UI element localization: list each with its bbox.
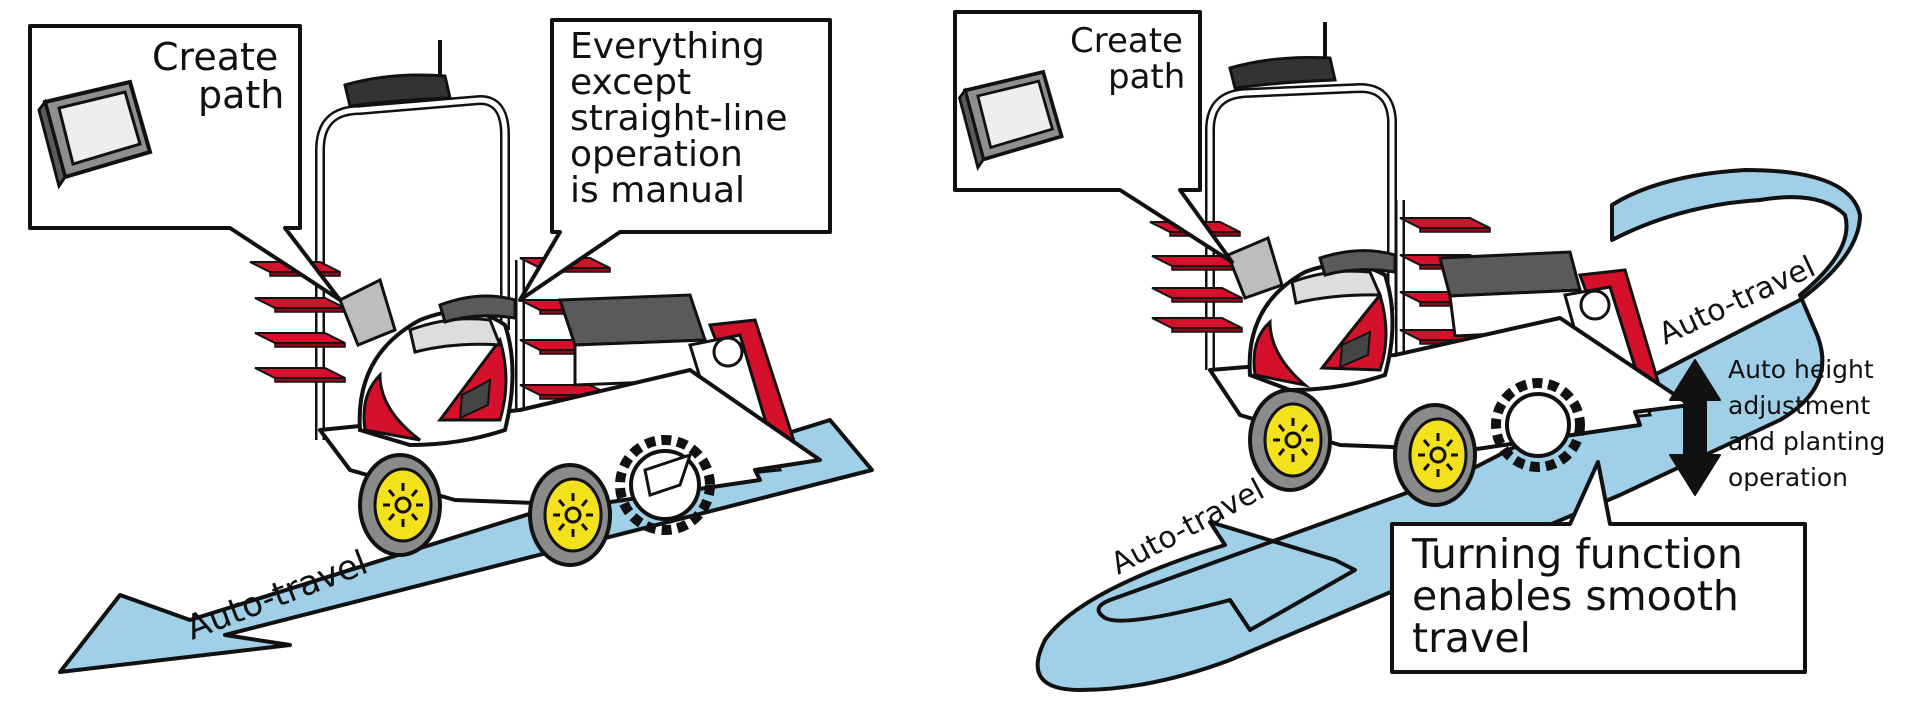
turning-line2: enables smooth xyxy=(1412,572,1739,620)
left-manual-line4: operation xyxy=(570,134,743,175)
left-create-path-line2: path xyxy=(198,73,284,117)
height-note-line1: Auto height xyxy=(1728,355,1874,384)
left-manual-line1: Everything xyxy=(570,26,765,67)
right-auto-travel-path xyxy=(1035,168,1862,692)
right-create-path-line1: Create xyxy=(1070,21,1183,61)
turning-line1: Turning function xyxy=(1411,530,1743,578)
left-create-path-line1: Create xyxy=(152,35,278,79)
left-manual-line3: straight-line xyxy=(570,98,787,139)
left-manual-line2: except xyxy=(570,62,691,103)
height-note-line2: adjustment xyxy=(1728,391,1870,420)
height-note-line4: operation xyxy=(1728,463,1848,492)
height-adjust-arrow-icon xyxy=(1669,359,1721,496)
right-create-path-callout: Create path xyxy=(953,10,1234,264)
right-create-path-line2: path xyxy=(1108,57,1185,97)
left-rice-transplanter xyxy=(249,40,822,567)
left-manual-callout: Everything except straight-line operatio… xyxy=(518,18,832,302)
turning-function-callout: Turning function enables smooth travel xyxy=(1390,460,1807,674)
height-note-line3: and planting xyxy=(1728,427,1885,456)
left-panel: Auto-travel xyxy=(28,18,874,674)
turning-line3: travel xyxy=(1412,614,1531,662)
right-rice-transplanter xyxy=(1149,22,1692,507)
right-panel: Auto-travel Auto-travel xyxy=(953,10,1885,692)
left-manual-line5: is manual xyxy=(570,170,745,211)
left-create-path-callout: Create path xyxy=(28,24,342,302)
